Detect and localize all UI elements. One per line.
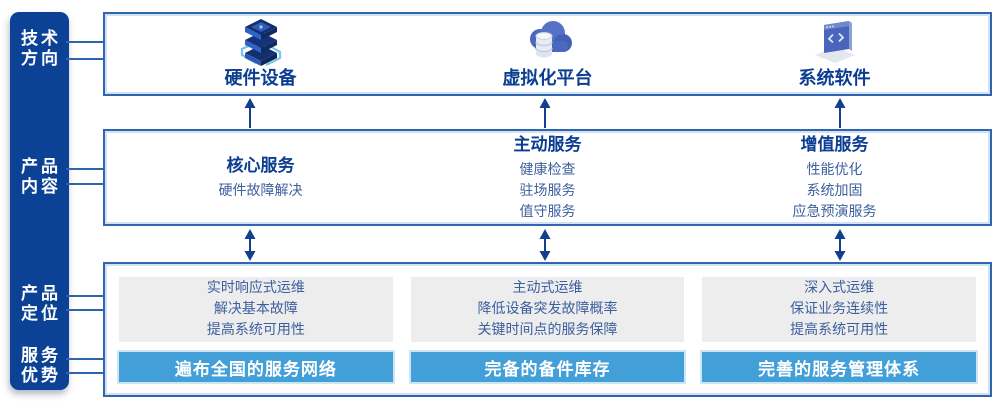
arrow-up-icon [539,98,551,128]
sidebar-label-line: 方向 [21,49,61,69]
arrow-up-icon [244,98,256,128]
service-column-proactive: 主动服务 健康检查 驻场服务 值守服务 [404,135,691,220]
sidebar-label-line: 定位 [21,304,61,324]
sidebar-label-service-advantage: 服务 优势 [10,346,69,386]
position-description-line: 提高系统可用性 [790,322,889,338]
advantage-bar: 完备的备件库存 [410,352,685,382]
sidebar-label-line: 内容 [21,177,61,197]
position-description-line: 深入式运维 [804,280,875,296]
tech-label: 虚拟化平台 [502,68,593,89]
advantage-bar: 遍布全国的服务网络 [119,352,393,382]
connector-line [66,372,105,374]
service-column-core: 核心服务 硬件故障解决 [117,137,404,218]
service-item: 性能优化 [806,161,863,178]
position-column-realtime: 实时响应式运维 解决基本故障 提高系统可用性 遍布全国的服务网络 [119,277,393,382]
service-item: 值守服务 [519,203,576,220]
advantage-bar: 完善的服务管理体系 [702,352,977,382]
service-item: 健康检查 [519,161,576,178]
position-description-box: 实时响应式运维 解决基本故障 提高系统可用性 [119,277,393,342]
connector-line [66,58,105,60]
service-title: 核心服务 [226,155,295,176]
tech-label: 硬件设备 [224,68,297,89]
position-description-line: 解决基本故障 [213,301,298,317]
server-stack-icon [240,19,281,66]
tech-label: 系统软件 [798,68,871,89]
position-description-line: 关键时间点的服务保障 [477,322,618,338]
position-column-deep: 深入式运维 保证业务连续性 提高系统可用性 完善的服务管理体系 [702,277,977,382]
product-content-panel: 核心服务 硬件故障解决 主动服务 健康检查 驻场服务 值守服务 增值服务 性能优… [103,129,992,226]
software-window-icon [814,21,855,63]
position-description-box: 深入式运维 保证业务连续性 提高系统可用性 [702,277,977,342]
position-description-line: 保证业务连续性 [790,301,889,317]
sidebar-label-line: 产品 [21,157,61,177]
sidebar-label-line: 技术 [21,29,61,49]
tech-column-hardware: 硬件设备 [117,19,404,90]
service-title: 主动服务 [513,134,582,155]
sidebar-label-product-content: 产品 内容 [10,157,69,197]
service-item: 硬件故障解决 [218,182,303,199]
sidebar-label-tech-direction: 技术 方向 [10,29,69,69]
connector-line [66,168,105,170]
connector-line [66,295,105,297]
product-position-panel: 实时响应式运维 解决基本故障 提高系统可用性 遍布全国的服务网络 主动式运维 降… [103,262,992,397]
connector-line [66,358,105,360]
service-title: 增值服务 [800,134,869,155]
arrow-double-vertical-icon [539,229,551,261]
connector-line [66,183,105,185]
arrow-double-vertical-icon [834,229,846,261]
tech-column-software: 系统软件 [691,20,978,90]
service-item: 驻场服务 [519,182,576,199]
sidebar: 技术 方向 产品 内容 产品 定位 服务 优势 [10,12,69,390]
position-description-line: 降低设备突发故障概率 [477,301,618,317]
position-column-proactive: 主动式运维 降低设备突发故障概率 关键时间点的服务保障 完备的备件库存 [410,277,685,382]
arrow-up-icon [834,98,846,128]
position-description-box: 主动式运维 降低设备突发故障概率 关键时间点的服务保障 [410,277,685,342]
position-description-line: 实时响应式运维 [206,280,305,296]
service-item: 系统加固 [806,182,863,199]
tech-direction-panel: 硬件设备 虚拟化平台 [103,12,992,96]
position-description-line: 提高系统可用性 [206,322,305,338]
connector-line [66,41,105,43]
arrow-double-vertical-icon [244,229,256,261]
tech-column-virtualization: 虚拟化平台 [404,20,691,90]
sidebar-label-line: 服务 [21,346,61,366]
sidebar-label-product-position: 产品 定位 [10,284,69,324]
position-description-line: 主动式运维 [512,280,583,296]
sidebar-label-line: 优势 [21,366,61,386]
cloud-database-icon [529,21,572,58]
connector-line [66,309,105,311]
service-item: 应急预演服务 [792,203,877,220]
sidebar-label-line: 产品 [21,284,61,304]
service-column-value-added: 增值服务 性能优化 系统加固 应急预演服务 [691,135,978,220]
